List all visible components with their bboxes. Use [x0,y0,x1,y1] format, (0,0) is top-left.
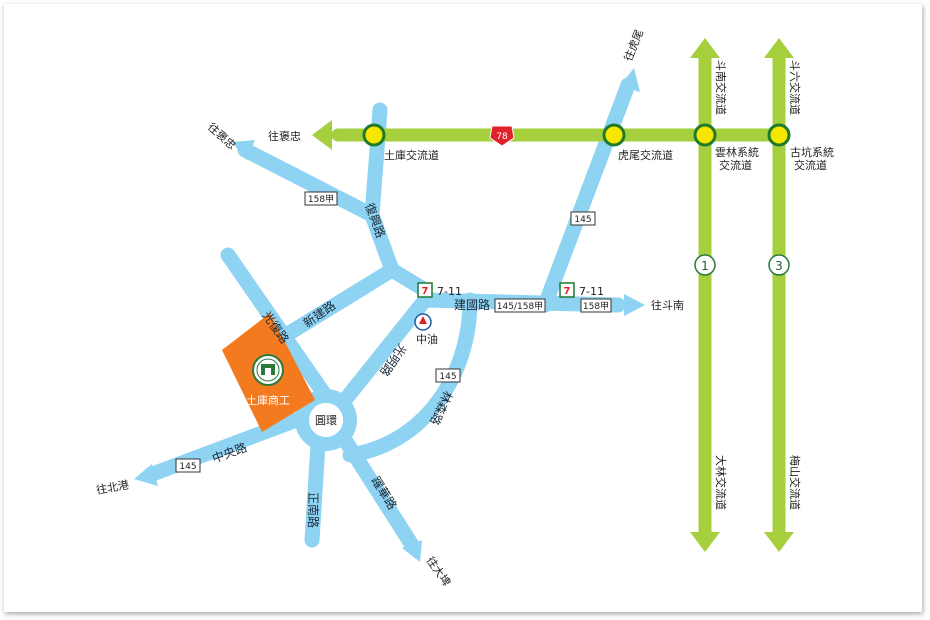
freeway-3-number: 3 [775,259,783,273]
interchange-gukeng [767,123,791,147]
label-dounan-interchange: 斗南交流道 [714,60,728,115]
roundabout-label: 圓環 [315,414,337,427]
shield-145-mid: 145 [435,368,461,383]
shield-158a-east: 158甲 [580,298,612,313]
arrow-dounan [624,294,645,316]
shield-145-west: 145 [175,458,201,473]
label-jianguo-road: 建國路 [454,297,490,312]
svg-text:145: 145 [179,462,196,472]
arrow-fw1-north [690,38,720,58]
road-yuehua [337,432,420,553]
seven-eleven-label-1: 7-11 [437,285,462,298]
label-douliu-interchange: 斗六交流道 [788,60,802,115]
label-zhengnan-road: 正南路 [306,492,321,528]
road-linsen [342,292,478,463]
road-158a-northwest [237,142,380,223]
arrow-dapi [402,540,422,562]
label-to-baozhong-nw: 往褒忠 [205,120,239,152]
label-dalin-interchange: 大林交流道 [714,455,728,510]
school-label: 土庫商工 [246,393,290,407]
svg-text:7: 7 [422,286,429,297]
road-fuxing [364,102,433,298]
label-to-beigang: 往北港 [95,477,130,497]
label-gukeng-interchange: 古坑系統交流道 [790,145,834,172]
label-huwei-interchange: 虎尾交流道 [618,148,673,162]
label-to-dounan: 往斗南 [651,298,684,312]
arrow-huwei [620,68,640,92]
arrow-baozhong-blue [232,140,255,160]
map-frame: 土庫商工 78 1 3 158甲 145 [4,4,922,612]
interchange-huwei [602,123,626,147]
cpc-gas-station-icon [414,313,432,331]
cpc-label: 中油 [416,332,438,346]
road-guangming [337,292,433,408]
svg-text:158甲: 158甲 [583,301,609,312]
seven-eleven-icon: 7 [417,282,433,298]
road-xinjian [270,262,400,348]
location-map: 土庫商工 78 1 3 158甲 145 [95,27,834,589]
arrow-beigang [134,464,158,486]
label-to-baozhong-west: 往褒忠 [268,129,301,143]
svg-text:7: 7 [564,286,571,297]
arrow-fw3-north [764,38,794,58]
arrow-fw3-south [764,532,794,552]
svg-text:145/158甲: 145/158甲 [497,301,543,312]
route-78-badge: 78 [489,125,515,147]
shield-145-north: 145 [570,211,596,226]
seven-eleven-label-2: 7-11 [579,285,604,298]
road-zhengnan [304,437,326,548]
label-tuku-interchange: 土庫交流道 [384,148,439,162]
svg-text:145: 145 [574,215,591,225]
roundabout [295,389,357,451]
road-145-north [537,77,636,313]
road-guangfu [220,247,333,403]
label-to-huwei: 往虎尾 [621,27,646,63]
freeway-1-number: 1 [701,259,709,273]
shield-158a-nw: 158甲 [304,191,338,206]
arrow-fw1-south [690,532,720,552]
seven-eleven-icon: 7 [559,282,575,298]
route-78-number: 78 [496,132,508,142]
interchange-yunlin [693,123,717,147]
svg-text:145: 145 [439,372,456,382]
svg-text:158甲: 158甲 [308,194,334,205]
interchange-tuku [362,123,386,147]
label-yunlin-interchange: 雲林系統交流道 [715,145,759,172]
arrow-baozhong-green [312,120,332,150]
freeway-1-shield: 1 [694,254,716,276]
label-to-dapi: 往大埤 [424,554,454,589]
freeway-3-shield: 3 [768,254,790,276]
label-meishan-interchange: 梅山交流道 [788,455,802,510]
shield-145-158a: 145/158甲 [494,298,546,313]
